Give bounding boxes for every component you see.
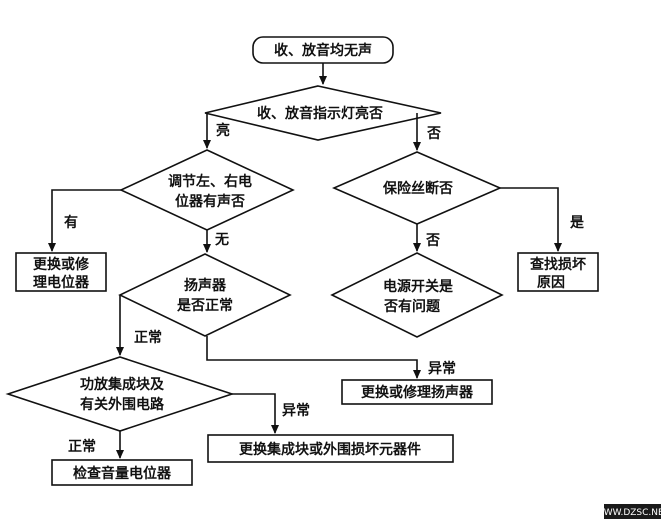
action-check-volume-pot: 检查音量电位器	[51, 459, 193, 486]
action-repair-speaker-label: 更换或修理扬声器	[361, 384, 474, 401]
decision-fuse-blown: 保险丝断否	[331, 151, 503, 225]
edge-speaker-to-repair-speaker	[206, 336, 421, 379]
action-repair-speaker: 更换或修理扬声器	[341, 379, 493, 405]
action-check-volume-label: 检查音量电位器	[73, 465, 172, 482]
action-repair-pot-line1: 更换或修	[33, 256, 90, 273]
action-find-damage-cause: 查找损坏 原因	[517, 252, 599, 292]
action-find-damage-line1: 查找损坏	[530, 256, 586, 273]
action-repair-pot-line2: 理电位器	[33, 274, 90, 291]
edge-label-no: 否	[426, 126, 441, 142]
decision-indicator-lit: 收、放音指示灯亮否	[204, 85, 442, 141]
start-label: 收、放音均无声	[274, 42, 372, 59]
decision-power-switch: 电源开关是 否有问题	[330, 252, 504, 338]
edge-label-yes: 是	[570, 215, 585, 231]
action-find-damage-line2: 原因	[537, 275, 565, 291]
action-repair-potentiometer: 更换或修 理电位器	[15, 252, 107, 292]
decision-amplifier-line2: 有关外围电路	[80, 396, 165, 413]
decision-amplifier-line1: 功放集成块及	[80, 376, 165, 393]
edge-amplifier-to-replace-ic	[232, 393, 279, 434]
action-replace-ic: 更换集成块或外围损坏元器件	[207, 434, 454, 463]
action-replace-ic-label: 更换集成块或外围损坏元器件	[239, 441, 421, 458]
start-node: 收、放音均无声	[252, 36, 394, 64]
edge-potentiometer-to-repair-pot	[48, 189, 121, 252]
edge-fuse-to-find-damage	[500, 187, 562, 252]
decision-power-switch-line2: 否有问题	[383, 298, 441, 315]
decision-amplifier-circuit: 功放集成块及 有关外围电路	[5, 356, 235, 432]
edge-label-has: 有	[64, 214, 78, 231]
decision-speaker-line2: 是否正常	[177, 297, 233, 314]
decision-potentiometer-line2: 位器有声否	[175, 193, 245, 210]
watermark-text: WWW.DZSC.NET	[595, 508, 661, 518]
edge-label-abnormal-1: 异常	[428, 360, 456, 377]
decision-indicator-label: 收、放音指示灯亮否	[257, 105, 383, 122]
edge-label-no-2: 否	[425, 233, 440, 249]
decision-speaker-line1: 扬声器	[184, 277, 227, 294]
watermark: WWW.DZSC.NET	[595, 504, 661, 519]
decision-potentiometer-line1: 调节左、右电	[168, 173, 252, 190]
edge-label-normal-2: 正常	[68, 438, 96, 455]
decision-speaker-normal: 扬声器 是否正常	[118, 253, 292, 337]
edge-label-normal-1: 正常	[134, 329, 162, 346]
edge-label-lit: 亮	[216, 122, 230, 139]
decision-fuse-label: 保险丝断否	[382, 180, 453, 197]
decision-power-switch-line1: 电源开关是	[383, 278, 454, 295]
edge-label-none: 无	[214, 232, 229, 248]
decision-potentiometer-sound: 调节左、右电 位器有声否	[119, 149, 295, 231]
edge-label-abnormal-2: 异常	[282, 402, 310, 419]
